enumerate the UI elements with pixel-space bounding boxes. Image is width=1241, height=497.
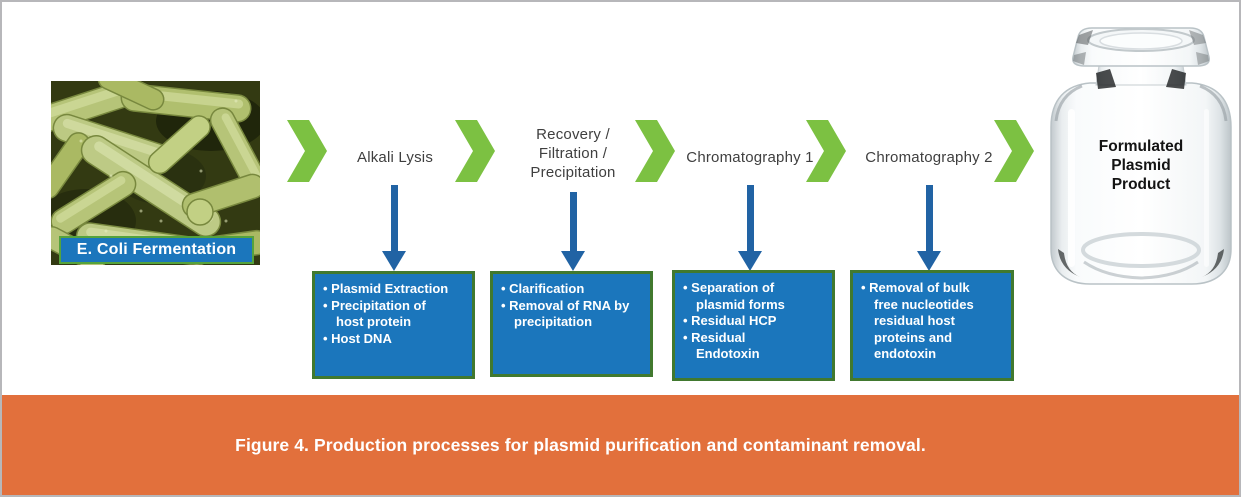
process-bullet: Host DNA [323, 331, 452, 348]
chevron-right-icon [287, 120, 327, 182]
down-arrow-icon [917, 185, 941, 271]
fermentation-label: E. Coli Fermentation [59, 236, 254, 264]
down-arrow-icon [561, 192, 585, 271]
step-label-recovery-filtration-precipitation: Recovery / Filtration / Precipitation [530, 126, 616, 181]
step-label-chromatography-2: Chromatography 2 [865, 149, 993, 166]
process-box-recovery-filtration: Clarification Removal of RNA by precipit… [490, 271, 653, 377]
process-box-alkali-lysis: Plasmid Extraction Precipitation of host… [312, 271, 475, 379]
down-arrow-icon [738, 185, 762, 271]
step-label-chromatography-1: Chromatography 1 [686, 149, 814, 166]
process-box-chromatography-1: Separation of plasmid forms Residual HCP… [672, 270, 835, 381]
chevron-right-icon [635, 120, 675, 182]
process-bullet: Removal of RNA by precipitation [501, 298, 630, 331]
process-bullet: Precipitation of host protein [323, 298, 452, 331]
process-bullet: Removal of bulk free nucleotides residua… [861, 280, 991, 363]
ecoli-fermentation-figure: E. Coli Fermentation [51, 81, 260, 265]
down-arrow-icon [382, 185, 406, 271]
glass-vial-image [1050, 27, 1232, 285]
step-label-alkali-lysis: Alkali Lysis [356, 149, 434, 166]
product-vial-figure: Formulated Plasmid Product [1046, 25, 1236, 288]
product-label: Formulated Plasmid Product [1098, 138, 1184, 193]
process-bullet: Separation of plasmid forms [683, 280, 812, 313]
process-bullet: Residual HCP [683, 313, 812, 330]
process-bullet: Clarification [501, 281, 630, 298]
chevron-right-icon [455, 120, 495, 182]
process-box-chromatography-2: Removal of bulk free nucleotides residua… [850, 270, 1014, 381]
figure-caption-bar: Figure 4. Production processes for plasm… [2, 395, 1239, 495]
process-bullet: Plasmid Extraction [323, 281, 452, 298]
process-bullet: Residual Endotoxin [683, 330, 812, 363]
figure-caption: Figure 4. Production processes for plasm… [235, 434, 926, 455]
